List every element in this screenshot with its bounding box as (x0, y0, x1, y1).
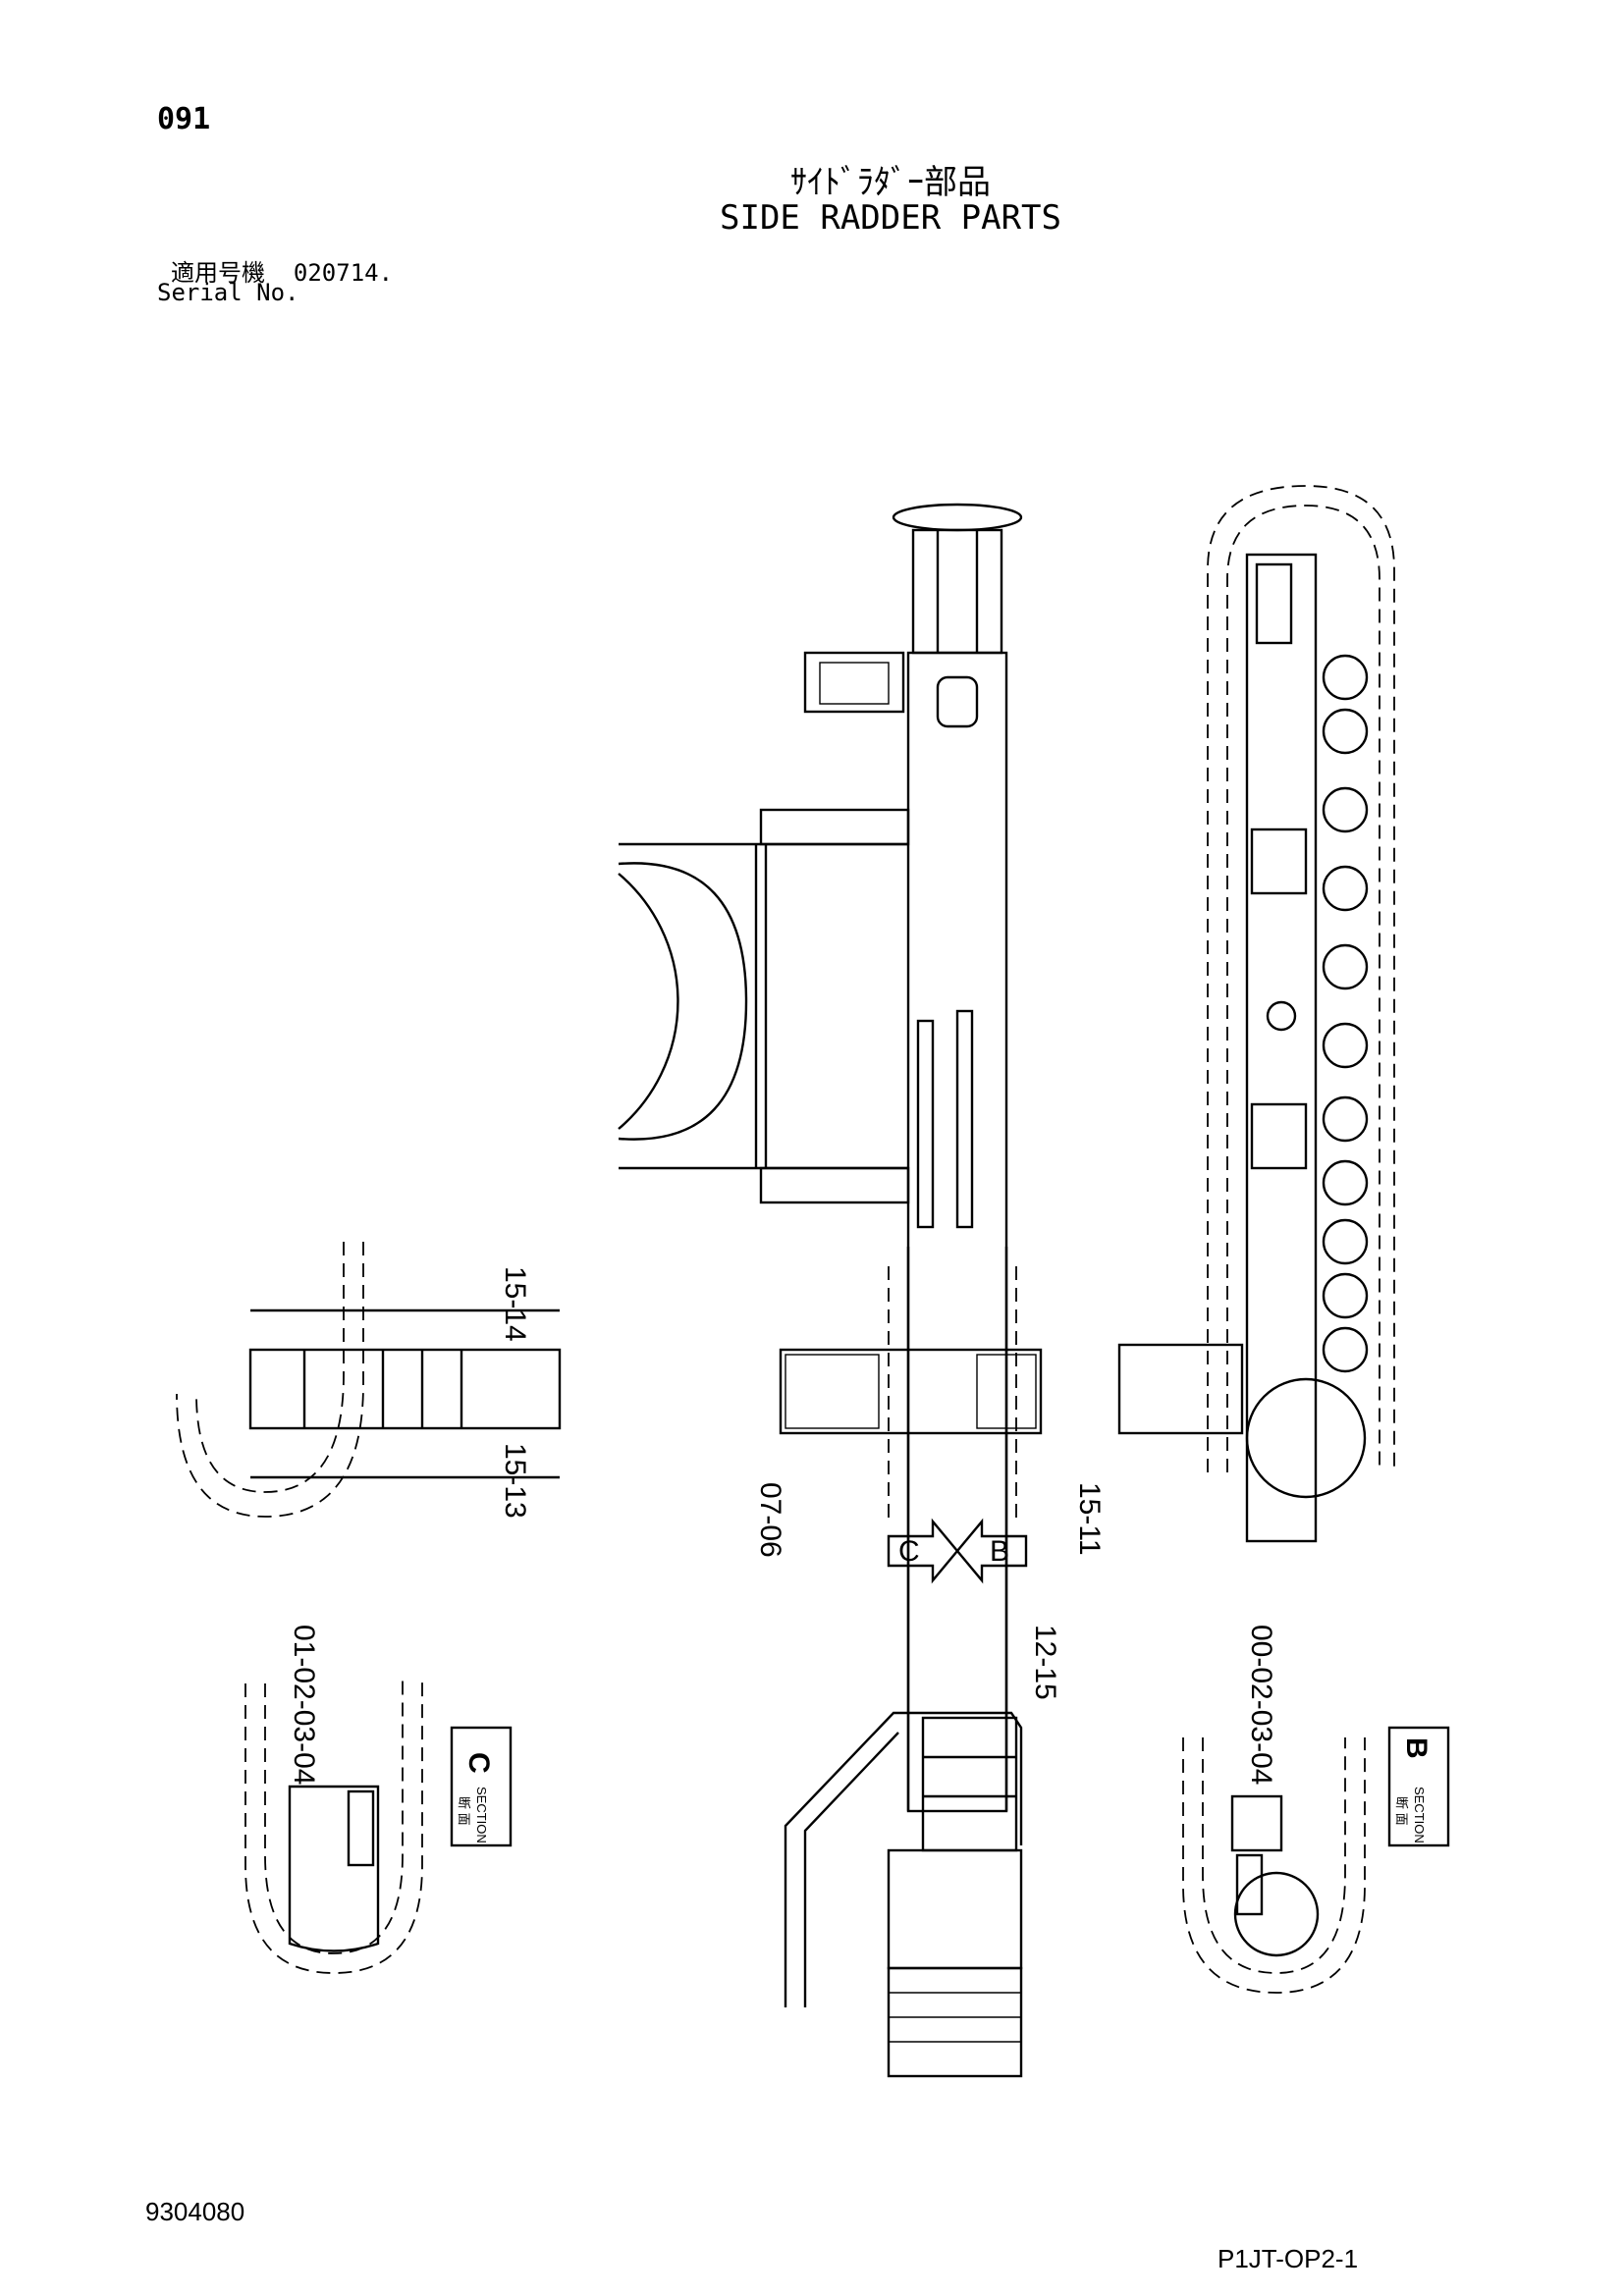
track-rollers (1322, 654, 1369, 1373)
section-c-label-box (450, 1726, 513, 1847)
page-title-en: SIDE RADDER PARTS (720, 198, 1061, 238)
page-number: 091 (157, 102, 211, 136)
callout-07-06: 07-06 (754, 1482, 786, 1558)
callout-15-14: 15-14 (499, 1266, 531, 1342)
section-b-view (1182, 1737, 1366, 1994)
view-arrow-c-label: C (898, 1535, 920, 1568)
sheet-code: P1JT-OP2-1 (1218, 2244, 1359, 2273)
section-c-jp: 断 面 (457, 1796, 471, 1826)
ladder-isometric-view (784, 1711, 1023, 2078)
document-code: 9304080 (145, 2197, 245, 2226)
serial-label-en: Serial No. (157, 279, 299, 306)
section-b-label-box (1387, 1726, 1450, 1847)
ladder-top-view-center (779, 1266, 1043, 1522)
callout-01-02-03-04: 01-02-03-04 (288, 1625, 320, 1785)
callout-15-13: 15-13 (499, 1443, 531, 1519)
ladder-top-view-left (176, 1242, 562, 1518)
callout-00-02-03-04: 00-02-03-04 (1245, 1625, 1277, 1785)
callout-15-11: 15-11 (1073, 1482, 1106, 1556)
serial-label-jp: 適用号機 (171, 259, 265, 287)
view-arrow-b (955, 1518, 1028, 1584)
view-arrow-c (887, 1518, 959, 1584)
serial-value: 020714. (293, 259, 394, 287)
serial-line-jp: 適用号機 020714. (171, 253, 393, 288)
section-b-en: SECTION (1412, 1787, 1427, 1843)
section-c-en: SECTION (474, 1787, 489, 1843)
frame-plan-view (618, 503, 1023, 1813)
page-title-jp: ｻｲﾄﾞﾗﾀﾞｰ部品 (790, 163, 991, 202)
section-b-jp: 断 面 (1394, 1796, 1409, 1826)
section-b-letter: B (1400, 1737, 1433, 1759)
view-arrow-b-label: B (990, 1535, 1009, 1568)
section-c-view (244, 1679, 423, 1974)
section-c-letter: C (462, 1752, 495, 1774)
crawler-side-view (1117, 485, 1395, 1543)
callout-12-15: 12-15 (1029, 1625, 1061, 1700)
